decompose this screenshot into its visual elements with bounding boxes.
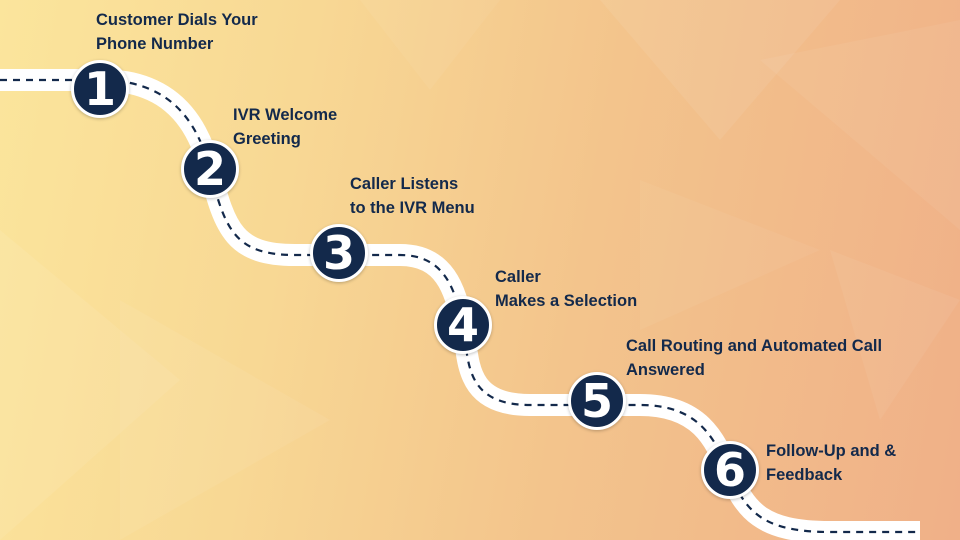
step-4-label-line-2: Makes a Selection xyxy=(495,292,638,310)
step-3-badge: 3 xyxy=(310,224,368,282)
step-3-label-line-2: to the IVR Menu xyxy=(350,199,475,217)
step-2-label-line-2: Greeting xyxy=(233,130,301,148)
step-5-label-line-1: Call Routing and Automated Call xyxy=(626,337,883,355)
step-3-label-line-1: Caller Listens xyxy=(350,175,459,193)
step-2-label: IVR Welcome Greeting xyxy=(233,103,337,151)
step-6-label-line-2: Feedback xyxy=(766,466,843,484)
step-5-label: Call Routing and Automated Call Answered xyxy=(626,334,882,382)
step-3-label: Caller Listens to the IVR Menu xyxy=(350,172,475,220)
step-1-badge: 1 xyxy=(71,60,129,118)
step-6-badge: 6 xyxy=(701,441,759,499)
step-1-label: Customer Dials Your Phone Number xyxy=(96,8,258,56)
step-6-label: Follow-Up and & Feedback xyxy=(766,439,896,487)
step-6-label-line-1: Follow-Up and & xyxy=(766,442,897,460)
step-4-badge: 4 xyxy=(434,296,492,354)
step-5-badge: 5 xyxy=(568,372,626,430)
step-4-label: Caller Makes a Selection xyxy=(495,265,637,313)
step-5-label-line-2: Answered xyxy=(626,361,705,379)
step-4-label-line-1: Caller xyxy=(495,268,541,286)
step-1-label-line-2: Phone Number xyxy=(96,35,214,53)
step-2-badge: 2 xyxy=(181,140,239,198)
step-2-label-line-1: IVR Welcome xyxy=(233,106,338,124)
step-1-label-line-1: Customer Dials Your xyxy=(96,11,258,29)
